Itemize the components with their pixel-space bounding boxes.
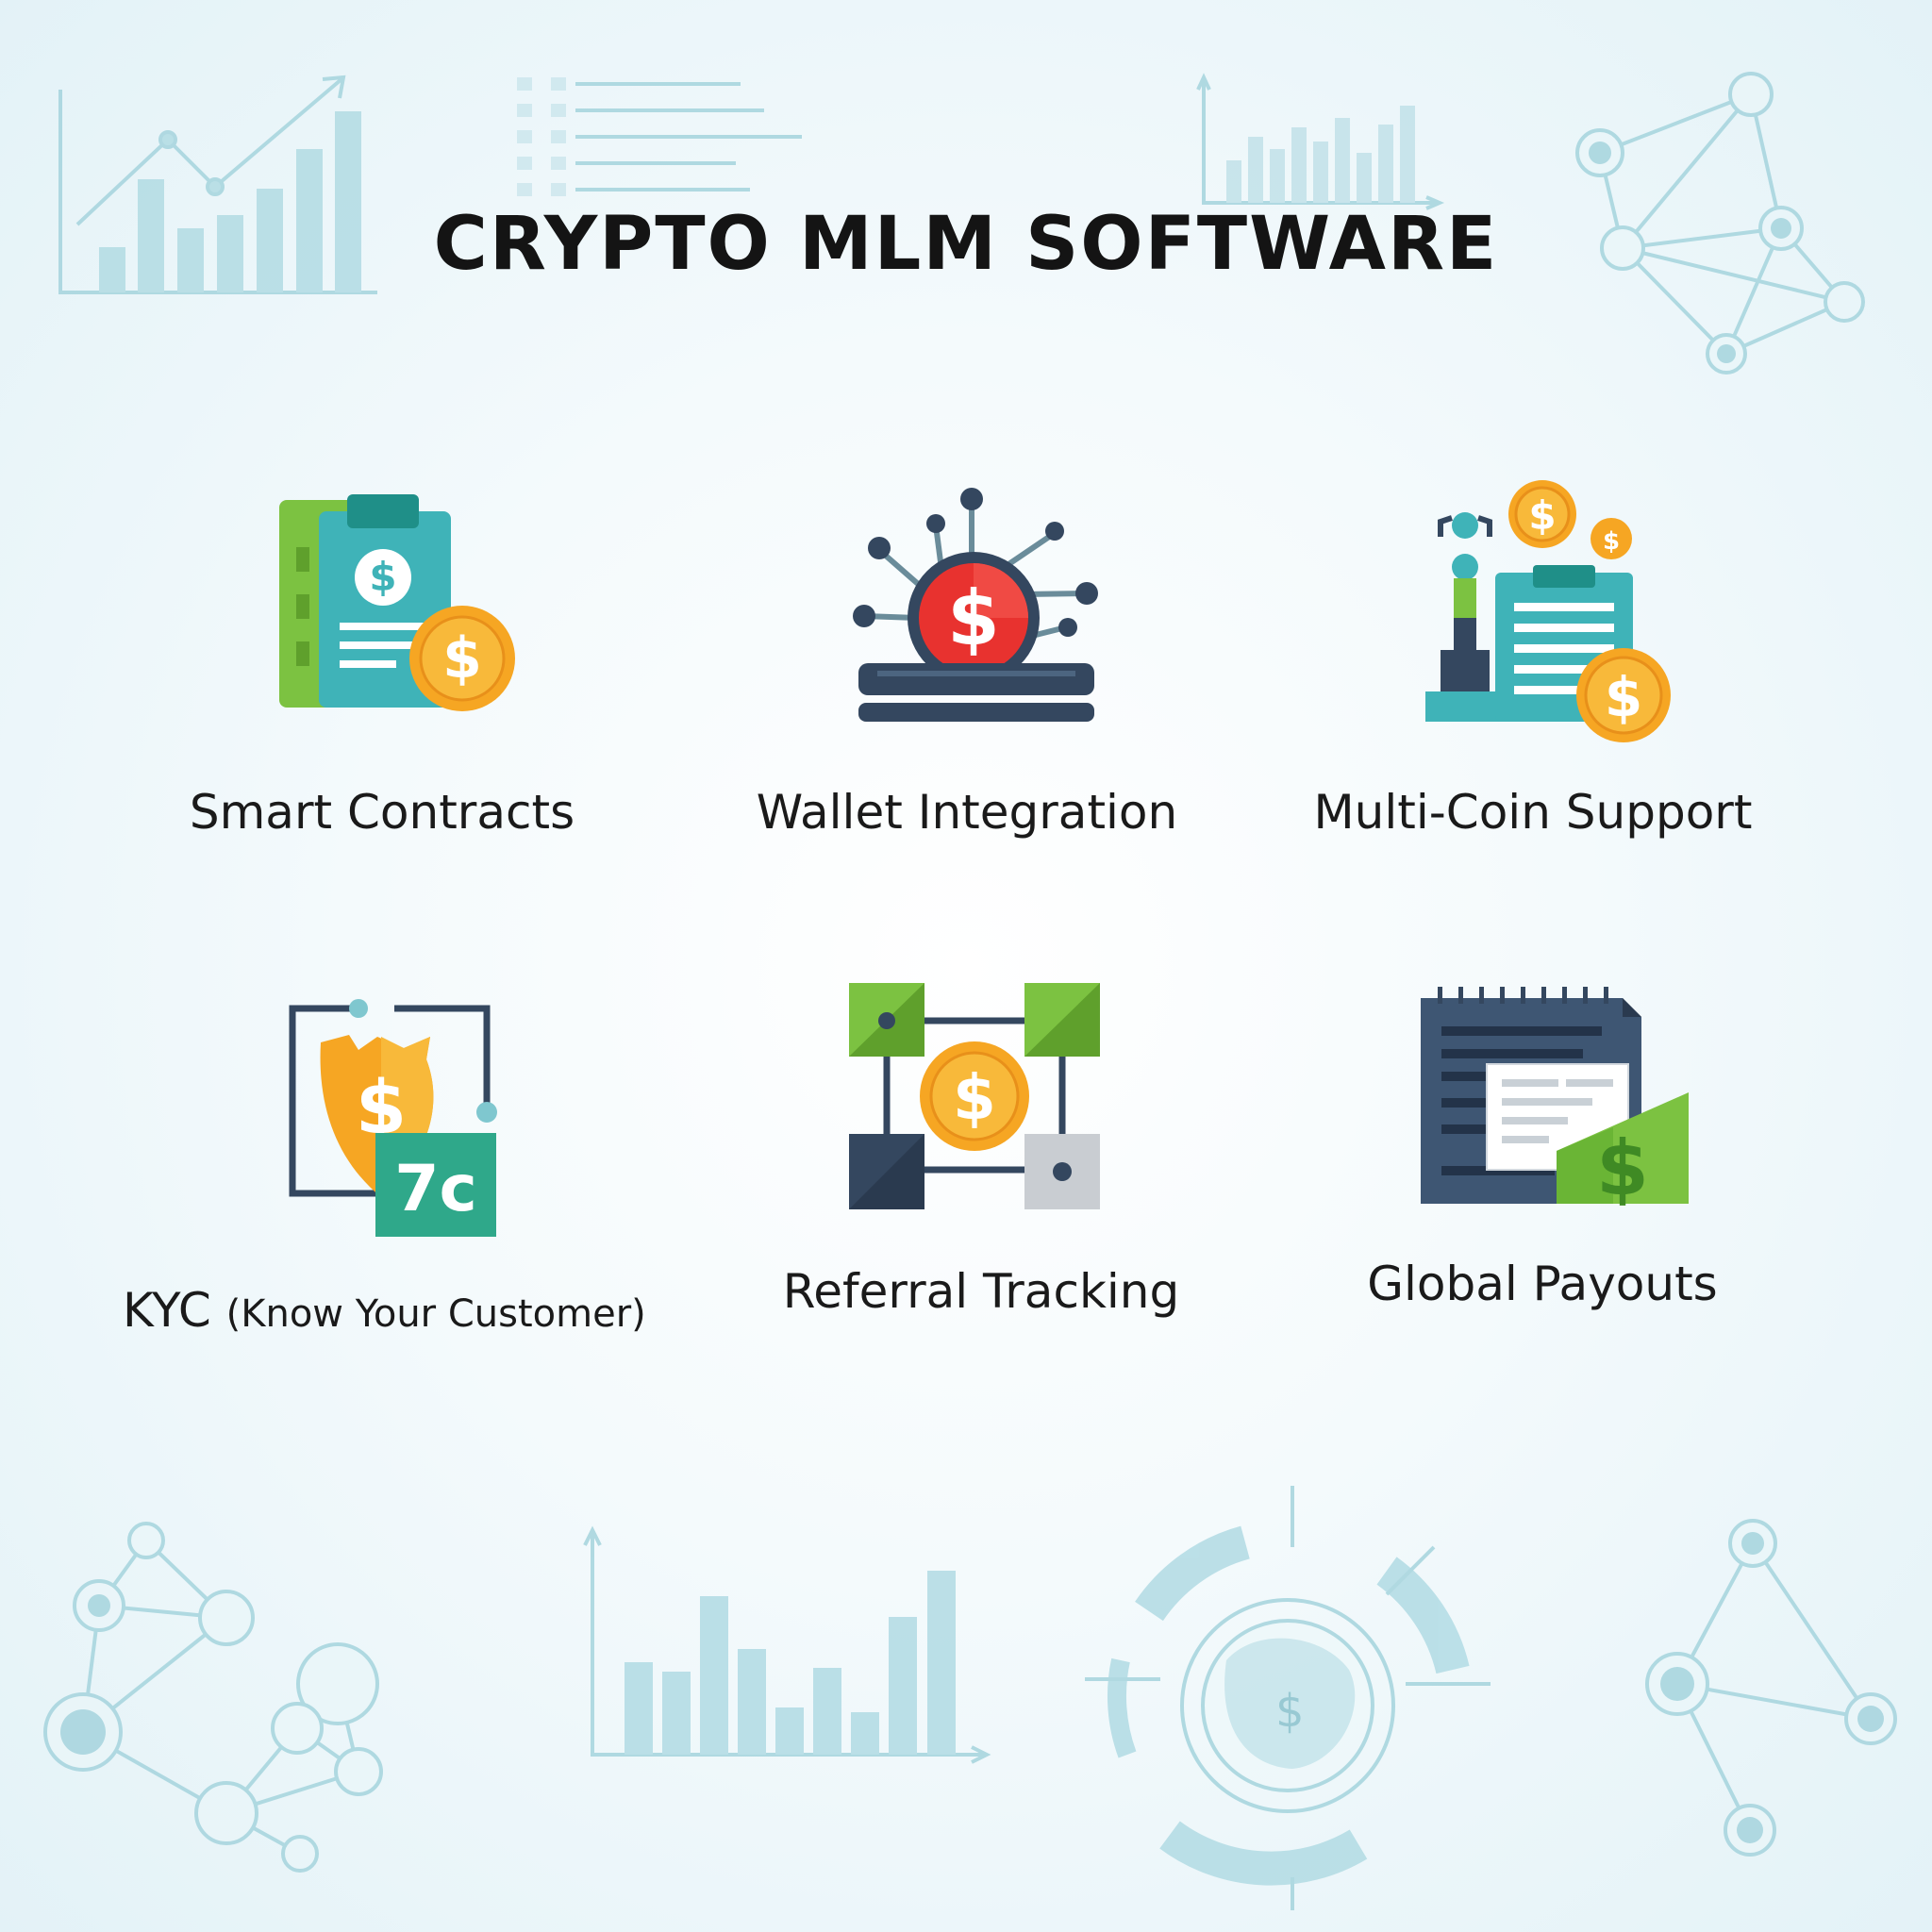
feature-label-multi-coin-support: Multi-Coin Support [1313,785,1753,840]
feature-label-referral-tracking: Referral Tracking [782,1264,1180,1319]
feature-label-smart-contracts: Smart Contracts [189,785,575,840]
svg-text:$: $ [1596,1124,1649,1208]
kyc-label-main: KYC [123,1283,211,1338]
referral-network-icon: $ [849,983,1100,1209]
svg-text:$: $ [369,554,396,600]
kyc-badge-text: 7c [394,1152,477,1226]
svg-text:$: $ [442,625,482,691]
payout-document-icon: $ [1421,987,1689,1208]
svg-text:$: $ [953,1061,996,1134]
feature-label-kyc: KYC (Know Your Customer) [123,1283,745,1338]
multi-coin-clipboard-icon: $ $ $ [1425,480,1671,742]
svg-text:$: $ [947,575,1000,662]
decor-triangle-network-icon [1645,1519,1897,1857]
svg-text:$: $ [1605,665,1642,729]
decor-bottom-bar-chart-icon [583,1525,991,1764]
feature-label-wallet-integration: Wallet Integration [756,785,1178,840]
kyc-label-sub: (Know Your Customer) [225,1292,646,1336]
contract-document-icon: $ $ [279,494,515,711]
svg-text:$: $ [1528,492,1556,539]
feature-label-global-payouts: Global Payouts [1367,1257,1718,1311]
wallet-dollar-network-icon: $ [853,488,1098,722]
decor-growth-chart-icon [58,75,377,294]
decor-network-bottom-left-icon [43,1522,383,1873]
decor-network-icon [1575,72,1865,375]
decor-bar-chart-icon [1196,73,1445,210]
kyc-shield-icon: $ 7c [289,999,497,1237]
page-title: CRYPTO MLM SOFTWARE [433,202,1499,287]
decor-list-icon [517,77,802,196]
decor-globe-dial-icon: $ [1085,1486,1491,1910]
svg-text:$: $ [1603,527,1620,556]
svg-text:$: $ [1275,1685,1305,1738]
